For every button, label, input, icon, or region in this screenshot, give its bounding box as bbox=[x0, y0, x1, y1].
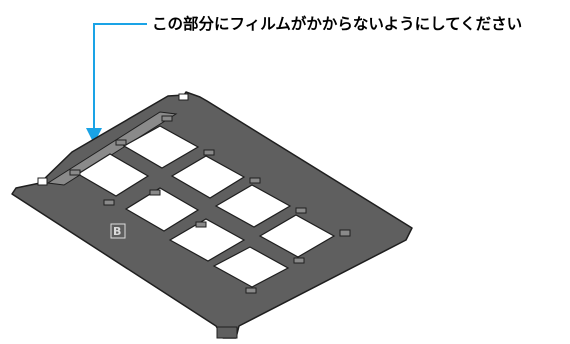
frame-windows bbox=[76, 125, 336, 288]
marker-symbol: B bbox=[113, 225, 121, 238]
corner-notch-left bbox=[37, 177, 48, 186]
clip-tab bbox=[103, 199, 115, 206]
marker-box bbox=[110, 223, 126, 239]
callout-leader bbox=[86, 23, 147, 144]
clip-tab bbox=[115, 139, 127, 146]
leader-line bbox=[93, 23, 147, 128]
frame-window bbox=[76, 153, 150, 197]
callout-label: この部分にフィルムがかからないようにしてください bbox=[152, 15, 523, 33]
clip-tab bbox=[203, 149, 215, 156]
frame-window bbox=[168, 218, 246, 262]
frame-window bbox=[170, 155, 246, 199]
holder-plate bbox=[11, 91, 413, 339]
bottom-tab bbox=[216, 326, 238, 339]
clip-tab bbox=[245, 287, 257, 294]
leader-arrowhead-icon bbox=[86, 128, 102, 144]
clip-tab bbox=[249, 177, 261, 184]
corner-notch-top bbox=[178, 93, 189, 101]
clip-tabs bbox=[69, 115, 351, 294]
frame-window bbox=[258, 214, 336, 258]
frame-window bbox=[214, 184, 292, 228]
frame-window bbox=[122, 125, 200, 169]
clip-tab bbox=[295, 207, 307, 214]
film-holder: B bbox=[11, 91, 413, 339]
clip-tab bbox=[339, 229, 351, 237]
clip-tab bbox=[195, 221, 207, 228]
clip-tab bbox=[69, 169, 81, 176]
frame-window bbox=[124, 187, 200, 232]
clip-tab bbox=[293, 257, 305, 264]
top-edge-band bbox=[46, 111, 178, 186]
clip-tab bbox=[149, 189, 161, 196]
frame-window bbox=[212, 246, 290, 288]
clip-tab bbox=[161, 115, 173, 122]
